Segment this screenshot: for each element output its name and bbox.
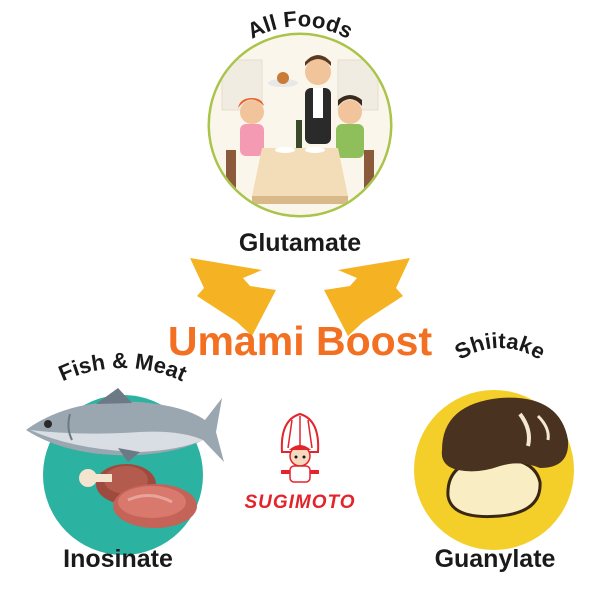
brand-name: SUGIMOTO bbox=[244, 492, 356, 513]
meat-illustration bbox=[79, 464, 197, 528]
compound-glutamate: Glutamate bbox=[238, 229, 362, 257]
compound-inosinate: Inosinate bbox=[63, 545, 173, 573]
diagram-title: Umami Boost bbox=[167, 318, 433, 364]
tuna-illustration bbox=[26, 388, 224, 462]
sugimoto-mascot-icon bbox=[280, 412, 320, 483]
arrow-right-up bbox=[324, 258, 410, 336]
arrow-left-up bbox=[190, 258, 276, 336]
label-shiitake: Shiitake bbox=[450, 328, 549, 365]
restaurant-dining-illustration bbox=[207, 32, 393, 218]
shiitake-mushroom-illustration bbox=[441, 397, 569, 519]
compound-guanylate: Guanylate bbox=[434, 545, 556, 573]
